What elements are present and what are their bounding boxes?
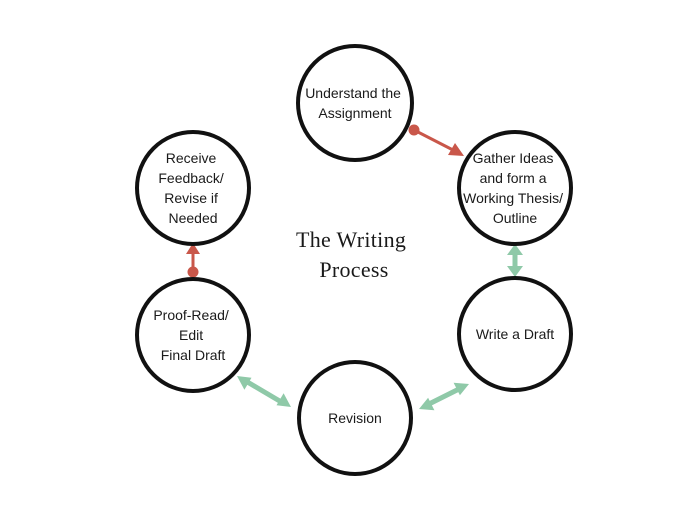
connector-understand-gather (408, 124, 464, 156)
node-label: Understand the Assignment (305, 85, 405, 121)
node-proofread: Proof-Read/ Edit Final Draft (135, 277, 251, 393)
arrowhead (453, 382, 469, 396)
arrowhead (448, 143, 464, 156)
node-revision: Revision (297, 360, 413, 476)
node-label: Gather Ideas and form a Working Thesis/ … (463, 150, 567, 226)
node-circle (457, 130, 573, 246)
node-label: Receive Feedback/ Revise if Needed (158, 150, 227, 226)
node-label: Proof-Read/ Edit Final Draft (153, 307, 232, 363)
connector-start-dot (408, 124, 420, 136)
node-draft: Write a Draft (457, 276, 573, 392)
node-feedback: Receive Feedback/ Revise if Needed (135, 130, 251, 246)
connector-draft-revision (419, 382, 469, 411)
diagram-title: The Writing Process (296, 227, 412, 282)
node-label: Revision (328, 410, 382, 426)
node-circle (297, 360, 413, 476)
connector-proofread-feedback (186, 243, 200, 278)
connectors (186, 124, 523, 411)
arrowhead (419, 397, 435, 411)
arrowhead (276, 393, 291, 407)
node-circle (457, 276, 573, 392)
node-circle (135, 130, 251, 246)
node-understand: Understand the Assignment (296, 44, 414, 162)
node-circle (135, 277, 251, 393)
connector-gather-draft (507, 244, 523, 277)
node-label: Write a Draft (476, 326, 554, 342)
node-circle (296, 44, 414, 162)
arrowhead (186, 243, 200, 254)
connector-revision-proofread (237, 376, 291, 407)
connector-start-dot (187, 266, 199, 278)
arrowhead (507, 244, 523, 255)
node-gather: Gather Ideas and form a Working Thesis/ … (457, 130, 573, 246)
arrowhead (507, 266, 523, 277)
arrowhead (237, 376, 252, 390)
